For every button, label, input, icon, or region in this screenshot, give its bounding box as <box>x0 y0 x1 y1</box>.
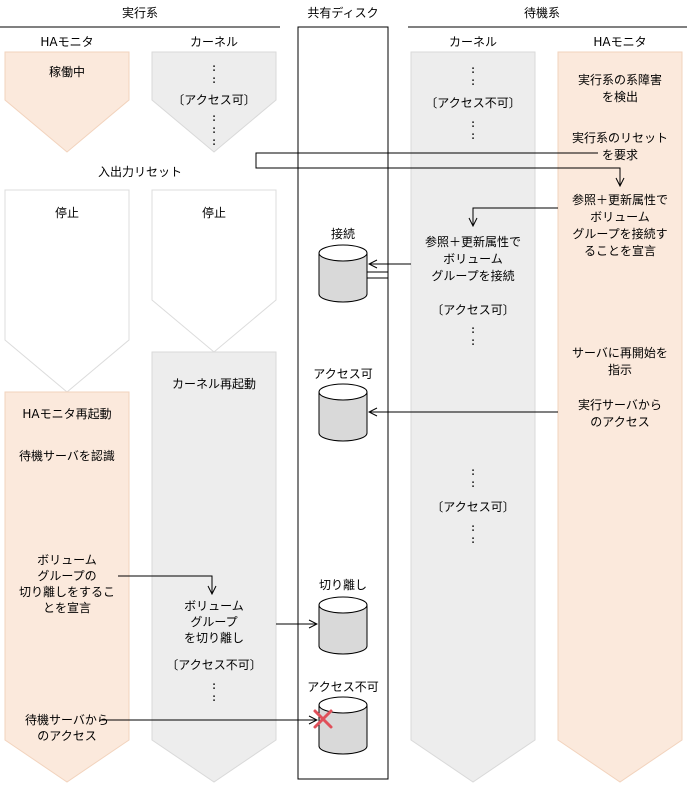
standby-ha-declare-connect-1: 参照＋更新属性で <box>571 193 668 207</box>
active-kernel-restart-label: カーネル再起動 <box>171 377 256 391</box>
disk-cylinder-connect <box>318 244 368 303</box>
standby-kernel-ellipsis-5: : : <box>469 521 477 546</box>
active-system-header: 実行系 <box>121 6 158 20</box>
active-ha-declare-detach-1: ボリューム <box>37 553 97 567</box>
active-kernel-stopped-label: 停止 <box>201 206 226 220</box>
active-ha-declare-detach-3: 切り離しをするこ <box>18 585 115 599</box>
io-reset-label: 入出力リセット <box>97 165 182 179</box>
standby-kernel-access-ng-label: 〔アクセス不可〕 <box>425 96 521 110</box>
reset-request-arrow <box>255 152 620 186</box>
standby-ha-access-from-active-2: のアクセス <box>590 415 650 429</box>
standby-ha-access-from-active-1: 実行サーバから <box>578 398 662 412</box>
standby-kernel-ellipsis-2: : : <box>469 117 477 142</box>
active-kernel-ellipsis-bottom: : : <box>210 679 218 704</box>
standby-kernel-ellipsis-3: : : <box>469 323 477 348</box>
standby-ha-declare-connect-4: ることを宣言 <box>583 244 656 258</box>
standby-kernel-shape <box>410 51 536 783</box>
standby-ha-column-label: HAモニタ <box>593 35 647 49</box>
disk-access-ok-label: アクセス可 <box>313 367 373 381</box>
active-kernel-restart-shape <box>151 351 277 783</box>
active-ha-stopped-label: 停止 <box>54 206 79 220</box>
active-kernel-column-label: カーネル <box>189 35 238 49</box>
active-ha-declare-detach-4: とを宣言 <box>42 601 91 615</box>
standby-ha-instruct-restart-1: サーバに再開始を <box>572 346 668 360</box>
declare-detach-arrow <box>118 575 212 594</box>
active-kernel-stopped-shape <box>151 189 277 353</box>
standby-ha-request-reset-2: を要求 <box>601 148 638 162</box>
standby-ha-shape <box>557 51 683 783</box>
standby-ha-instruct-restart-2: 指示 <box>607 363 632 377</box>
active-kernel-running-shape <box>151 51 277 153</box>
shared-disk-header: 共有ディスク <box>307 6 379 20</box>
active-kernel-detach-vg-3: を切り離し <box>183 631 244 645</box>
standby-ha-detect-failure-2: を検出 <box>601 90 638 104</box>
active-ha-restart-shape <box>4 391 130 783</box>
active-kernel-ellipsis-top: : : <box>210 61 218 86</box>
standby-kernel-access-ok2-label: 〔アクセス可〕 <box>431 500 515 514</box>
active-ha-running-shape <box>4 51 130 153</box>
disk-access-ng-label: アクセス不可 <box>307 680 379 694</box>
active-ha-declare-detach-2: グループの <box>37 569 97 583</box>
disk-cylinder-access-ng <box>318 696 368 755</box>
standby-ha-declare-connect-2: ボリューム <box>590 210 650 224</box>
active-kernel-access-ng-label: 〔アクセス不可〕 <box>166 658 262 672</box>
standby-ha-request-reset-1: 実行系のリセット <box>571 131 668 145</box>
declare-connect-arrow <box>473 207 558 226</box>
disk-detach-label: 切り離し <box>318 578 367 592</box>
standby-kernel-column-label: カーネル <box>448 35 497 49</box>
standby-system-header: 待機系 <box>523 6 560 20</box>
disk-connect-label: 接続 <box>330 227 355 241</box>
active-ha-recognize-label: 待機サーバを認識 <box>19 449 115 463</box>
standby-kernel-ellipsis-4: : : <box>469 465 477 490</box>
active-kernel-detach-vg-2: グループ <box>190 615 238 629</box>
active-ha-access-from-standby-2: のアクセス <box>37 729 97 743</box>
standby-kernel-ellipsis-1: : : <box>469 63 477 88</box>
standby-kernel-connect-vg-2: ボリューム <box>443 252 503 266</box>
disk-cylinder-access-ok <box>318 383 368 442</box>
active-ha-access-from-standby-1: 待機サーバから <box>25 713 109 727</box>
disk-cylinder-detach <box>318 596 368 655</box>
active-kernel-ellipsis-mid: : : : <box>210 111 218 148</box>
active-ha-running-label: 稼働中 <box>48 65 85 79</box>
standby-kernel-access-ok-label: 〔アクセス可〕 <box>431 303 515 317</box>
active-ha-stopped-shape <box>4 189 130 393</box>
standby-kernel-connect-vg-1: 参照＋更新属性で <box>424 235 521 249</box>
standby-ha-declare-connect-3: グループを接続す <box>572 227 668 241</box>
active-kernel-access-ok-label: 〔アクセス可〕 <box>172 93 256 107</box>
active-ha-restart-label: HAモニタ再起動 <box>22 407 112 421</box>
active-ha-column-label: HAモニタ <box>40 35 94 49</box>
active-kernel-detach-vg-1: ボリューム <box>184 599 244 613</box>
standby-ha-detect-failure-1: 実行系の系障害 <box>577 73 662 87</box>
standby-kernel-connect-vg-3: グループを接続 <box>431 269 515 283</box>
